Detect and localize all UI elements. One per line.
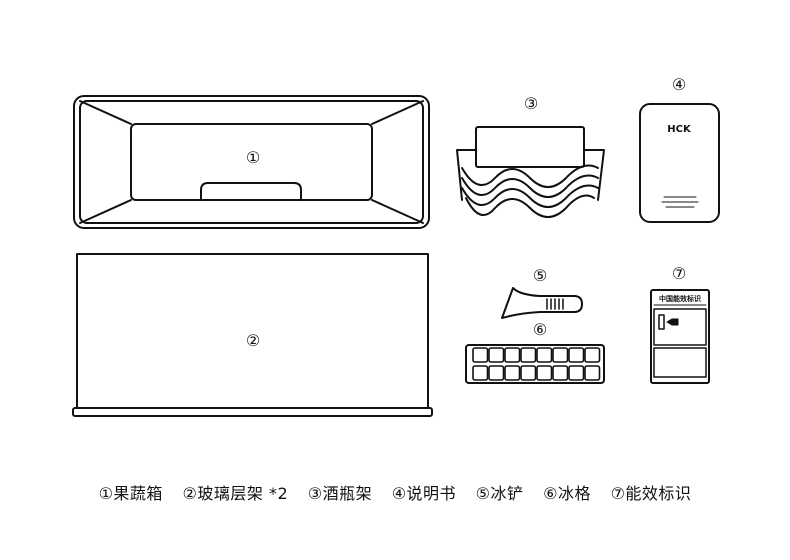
ice-tray-cell bbox=[568, 365, 585, 381]
ice-tray-cell bbox=[520, 365, 537, 381]
ice-tray-drawing bbox=[465, 344, 605, 384]
ice-scoop-label: ⑤ bbox=[533, 266, 547, 285]
crisper-box-drawing bbox=[73, 95, 430, 229]
ice-tray-cell bbox=[584, 365, 601, 381]
energy-label-drawing bbox=[650, 289, 710, 384]
glass-shelf-label: ② bbox=[246, 331, 260, 350]
manual-number-label: ④ bbox=[672, 75, 686, 94]
ice-tray-cell bbox=[552, 365, 569, 381]
legend-item-energy-label: ⑦能效标识 bbox=[610, 484, 692, 503]
ice-tray-cell bbox=[536, 347, 553, 363]
legend-item-ice-tray: ⑥冰格 bbox=[543, 484, 591, 503]
legend-item-manual: ④说明书 bbox=[391, 484, 457, 503]
ice-tray-label: ⑥ bbox=[533, 320, 547, 339]
ice-scoop-drawing bbox=[501, 287, 583, 319]
ice-tray-cell bbox=[504, 347, 521, 363]
ice-tray-cell bbox=[568, 347, 585, 363]
ice-tray-cell bbox=[472, 347, 489, 363]
legend-item-glass-shelf: ②玻璃层架 *2 bbox=[182, 484, 289, 503]
energy-label-title: 中国能效标识 bbox=[659, 294, 701, 303]
legend-item-wine-rack: ③酒瓶架 bbox=[307, 484, 373, 503]
crisper-box-label: ① bbox=[246, 148, 260, 167]
ice-tray-cell bbox=[504, 365, 521, 381]
manual-brand-logo: HCK bbox=[667, 124, 692, 135]
ice-tray-cell bbox=[584, 347, 601, 363]
ice-tray-cell bbox=[472, 365, 489, 381]
wine-rack-label: ③ bbox=[524, 94, 538, 113]
ice-tray-cell bbox=[488, 347, 505, 363]
ice-tray-cell bbox=[552, 347, 569, 363]
legend-item-crisper-box: ①果蔬箱 bbox=[98, 484, 163, 503]
manual-drawing bbox=[639, 103, 720, 223]
legend-item-ice-scoop: ⑤冰铲 bbox=[475, 484, 524, 503]
ice-tray-cell bbox=[520, 347, 537, 363]
glass-shelf-drawing bbox=[72, 253, 433, 417]
energy-label-number: ⑦ bbox=[672, 264, 686, 283]
parts-legend: ①果蔬箱 ②玻璃层架 *2 ③酒瓶架 ④说明书 ⑤冰铲 ⑥冰格 ⑦能效标识 bbox=[0, 480, 790, 504]
ice-tray-cell bbox=[488, 365, 505, 381]
ice-tray-cell bbox=[536, 365, 553, 381]
wine-rack-drawing bbox=[456, 126, 605, 218]
